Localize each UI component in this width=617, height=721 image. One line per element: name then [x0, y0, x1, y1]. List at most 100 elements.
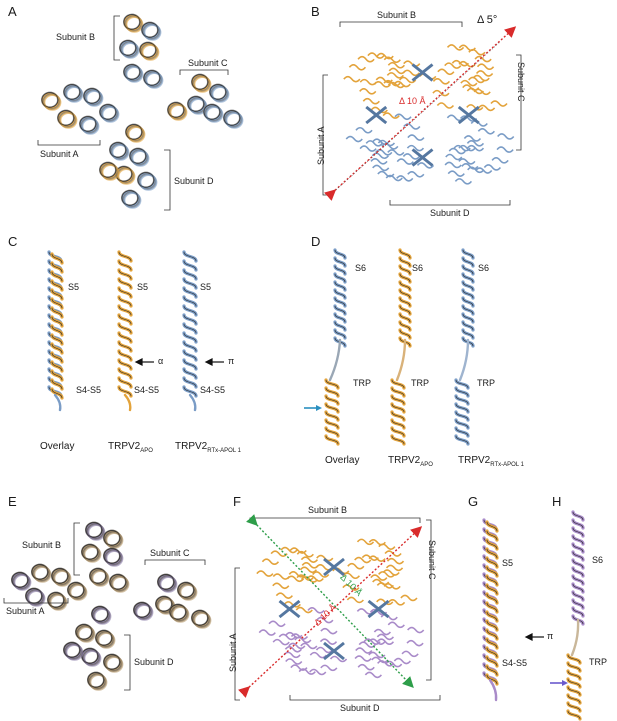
structure-ribbon — [319, 638, 338, 645]
panel-c-s4s5-apo: S4-S5 — [134, 385, 160, 395]
structure-ribbon — [437, 68, 455, 76]
panel-h-helix — [566, 510, 585, 721]
structure-ribbon — [268, 620, 286, 628]
structure-ribbon — [454, 178, 473, 185]
panel-c-col-apo: TRPV2APO — [108, 441, 153, 454]
panel-d-trp-apo: TRP — [411, 378, 429, 388]
panel-d-col-apo: TRPV2APO — [388, 455, 433, 468]
helix-h-s6 — [571, 510, 585, 626]
helix-coil — [129, 147, 150, 167]
panel-e-brackets — [3, 522, 206, 691]
structure-ribbon — [258, 629, 276, 636]
panel-g-arrow — [524, 633, 544, 641]
structure-ribbon — [407, 171, 425, 178]
panel-b-subunit-a: Subunit A — [316, 126, 326, 165]
helix-coil — [109, 573, 130, 593]
helix-coil — [95, 629, 116, 649]
panel-c-helices — [47, 250, 198, 412]
helix-d-rtx-trp — [454, 378, 470, 446]
helix-coil — [103, 529, 124, 549]
helix-coil — [191, 609, 212, 629]
structure-ribbon — [444, 161, 462, 169]
panel-letter-g: G — [468, 494, 479, 509]
structure-ribbon — [359, 78, 377, 86]
structure-ribbon — [387, 621, 405, 629]
structure-ribbon — [406, 639, 424, 647]
structure-ribbon — [355, 647, 373, 654]
panel-h-trp: TRP — [589, 657, 607, 667]
panel-f-subunit-a: Subunit A — [228, 633, 238, 672]
helix-h-trp — [566, 653, 582, 721]
helix-coil — [123, 63, 144, 83]
panel-a-bundle — [41, 13, 244, 209]
structure-ribbon — [406, 144, 425, 152]
structure-ribbon — [491, 157, 509, 164]
panel-b-frame — [322, 21, 522, 206]
structure-ribbon — [357, 55, 375, 63]
helix-coil — [87, 671, 108, 691]
structure-ribbon — [362, 97, 380, 105]
panel-c-pi: π — [228, 356, 235, 366]
structure-ribbon — [359, 88, 377, 95]
helix-coil — [99, 103, 120, 123]
panel-d-helices — [324, 248, 475, 446]
helix-coil — [103, 653, 124, 673]
structure-helix — [457, 105, 480, 125]
panel-b-distance: Δ 10 Å — [399, 96, 426, 106]
tail-g — [488, 678, 498, 702]
helix-coil — [177, 581, 198, 601]
structure-ribbon — [393, 657, 411, 665]
structure-ribbon — [400, 594, 418, 602]
linker-d-overlay — [328, 338, 342, 382]
panel-a-subunit-c: Subunit C — [188, 58, 228, 68]
helix-coil — [209, 83, 230, 103]
structure-ribbon — [261, 558, 280, 565]
helix-coil — [109, 141, 130, 161]
structure-ribbon — [445, 153, 463, 161]
structure-ribbon — [447, 170, 465, 177]
structure-ribbon — [347, 562, 365, 570]
panel-g-s4s5: S4-S5 — [502, 658, 528, 668]
panel-c-col-rtx: TRPV2RTx-APOL 1 — [175, 441, 241, 454]
panel-b-ref-line — [335, 41, 501, 191]
linker-d-rtx — [458, 338, 470, 382]
structure-ribbon — [300, 556, 319, 563]
helix-coil — [223, 109, 244, 129]
panel-letter-h: H — [552, 494, 562, 509]
structure-ribbon — [380, 613, 398, 621]
panel-e-bundle — [11, 521, 212, 691]
helix-d-apo-trp — [390, 378, 406, 446]
structure-ribbon — [377, 170, 395, 178]
panel-d-col-rtx: TRPV2RTx-APOL 1 — [458, 455, 524, 468]
panel-c-s5-overlay: S5 — [68, 282, 80, 292]
structure-ribbon — [477, 127, 495, 135]
panel-a-brackets — [37, 15, 229, 211]
helix-d-overlay-s6 — [333, 248, 347, 348]
structure-ribbon — [490, 100, 508, 107]
panel-f-green-arrow — [246, 514, 414, 689]
helix-d-overlay-trp — [324, 378, 340, 446]
structure-ribbon — [354, 655, 372, 662]
structure-ribbon — [432, 78, 451, 85]
structure-ribbon — [346, 596, 364, 604]
structure-ribbon — [496, 146, 514, 153]
helix-coil — [119, 39, 140, 59]
structure-ribbon — [283, 651, 301, 659]
panel-e-subunit-c: Subunit C — [150, 548, 190, 558]
panel-d-trp-overlay: TRP — [353, 378, 371, 388]
linker-h — [570, 618, 580, 657]
panel-c-col-overlay: Overlay — [40, 441, 75, 452]
panel-letter-a: A — [8, 4, 17, 19]
panel-c-s5-apo: S5 — [137, 282, 149, 292]
panel-letter-c: C — [8, 234, 18, 249]
structure-ribbon — [320, 664, 338, 672]
helix-coil — [169, 603, 190, 623]
panel-e-subunit-a: Subunit A — [6, 606, 45, 616]
helix-coil — [51, 567, 72, 587]
structure-ribbon — [345, 135, 363, 143]
structure-ribbon — [359, 145, 377, 152]
helix-coil — [91, 605, 112, 625]
structure-ribbon — [468, 48, 486, 56]
structure-ribbon — [444, 62, 462, 69]
